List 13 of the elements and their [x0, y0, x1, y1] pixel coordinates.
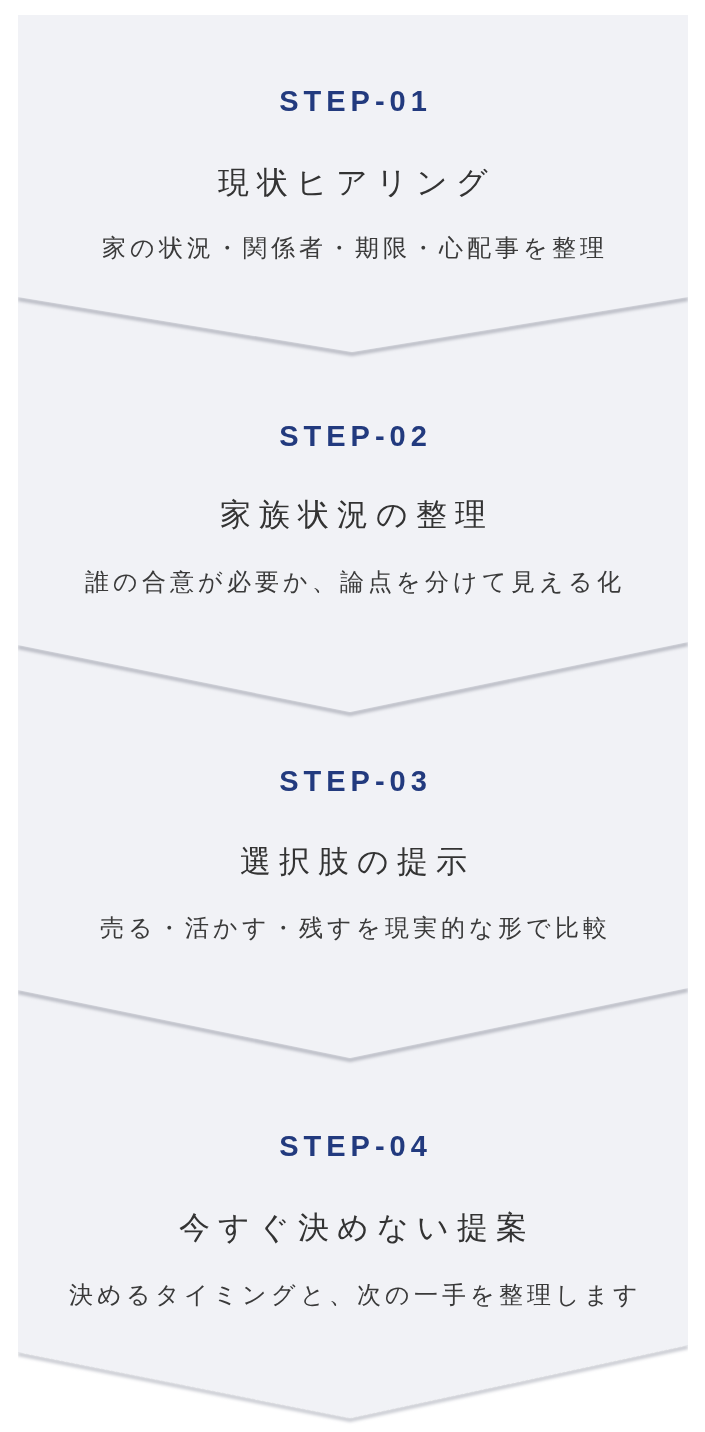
step-title: 今すぐ決めない提案	[178, 1210, 535, 1246]
step-description: 決めるタイミングと、次の一手を整理します	[67, 1281, 642, 1309]
step-number: STEP-03	[278, 765, 432, 799]
step-number: STEP-01	[278, 85, 432, 119]
step-panel	[18, 15, 688, 359]
step-description: 売る・活かす・残すを現実的な形で比較	[98, 914, 611, 942]
step-title: 現状ヒアリング	[217, 165, 496, 201]
step-title: 選択肢の提示	[238, 844, 475, 880]
step-title: 家族状況の整理	[219, 497, 494, 533]
step-number: STEP-04	[278, 1130, 432, 1164]
step-description: 家の状況・関係者・期限・心配事を整理	[101, 234, 608, 262]
step-number: STEP-02	[278, 420, 432, 454]
step-description: 誰の合意が必要か、論点を分けて見える化	[84, 568, 625, 596]
